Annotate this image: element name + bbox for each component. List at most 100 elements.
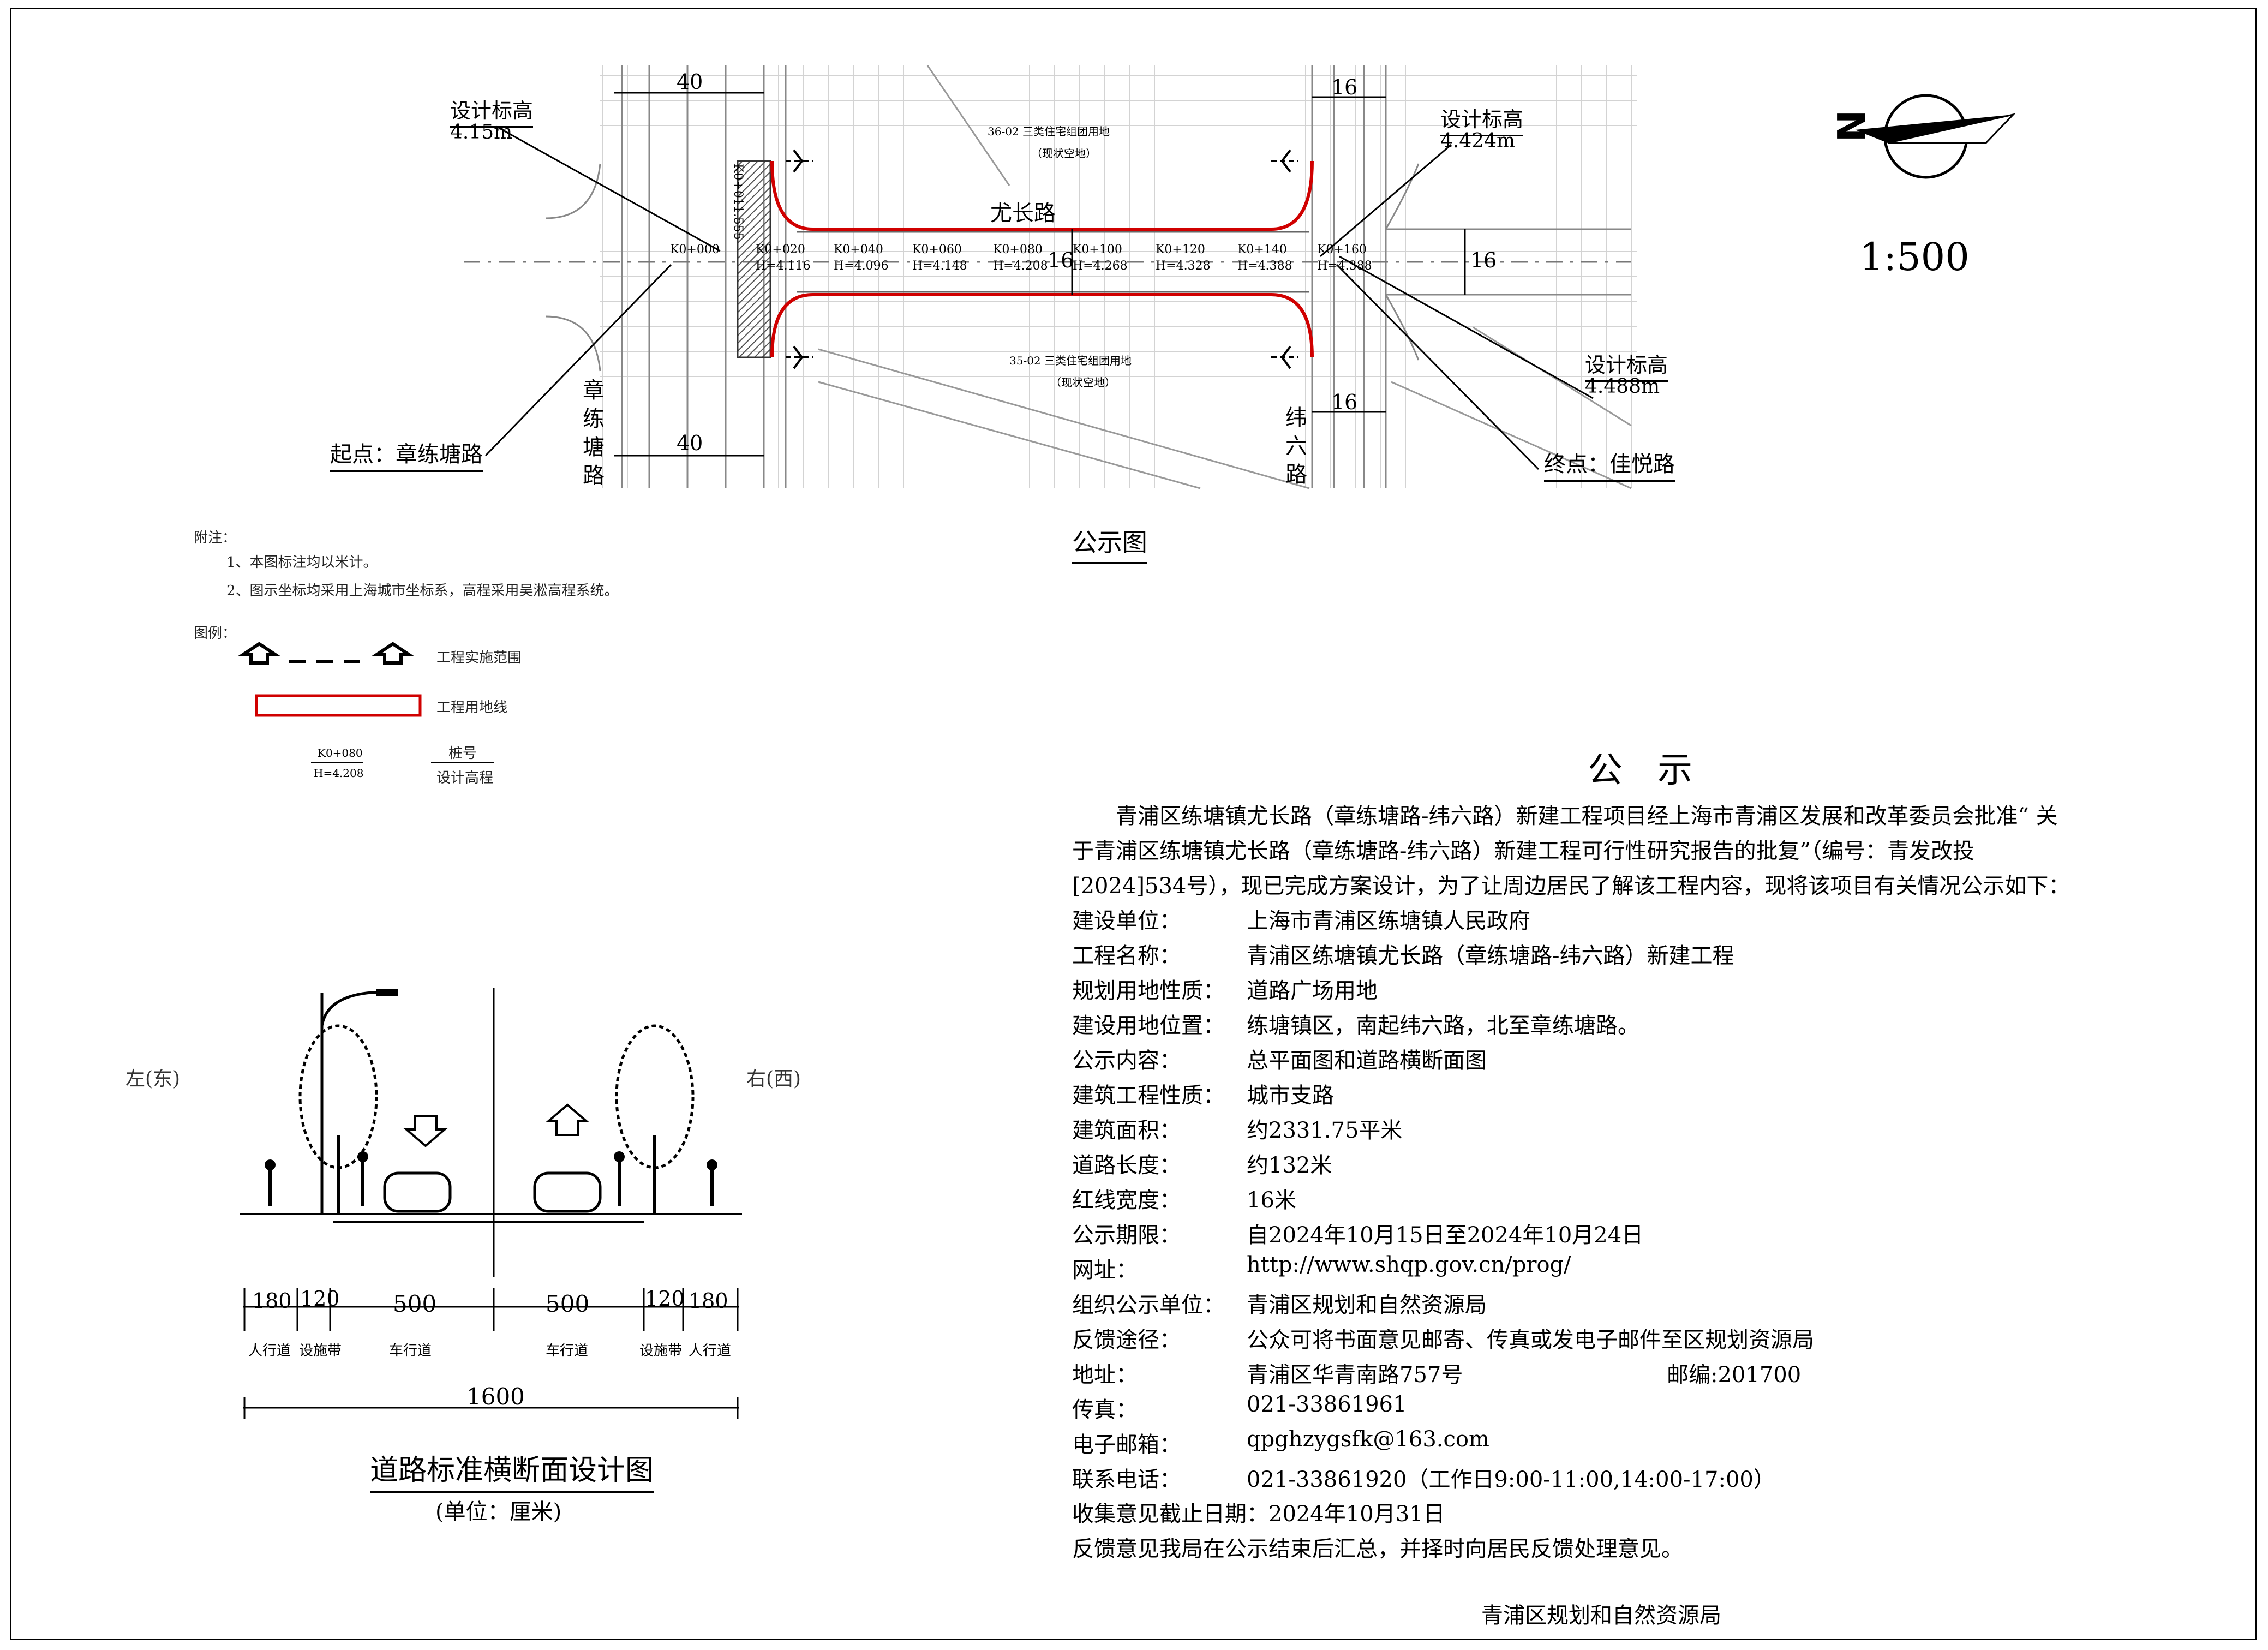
cross-road-start: 章 练 塘 路 bbox=[583, 376, 605, 490]
elev-mid-value: 4.424m bbox=[1440, 130, 1516, 152]
plot-north: 36-02 三类住宅组团用地 bbox=[988, 125, 1110, 138]
notice-row-label: 建设单位： bbox=[1072, 908, 1181, 934]
dim-16-top: 16 bbox=[1331, 75, 1358, 99]
station-height: H=4.148 bbox=[912, 259, 967, 273]
station-height: H=4.268 bbox=[1073, 259, 1128, 273]
legend-line-label: 工程用地线 bbox=[436, 700, 508, 716]
cross-road-start-char: 路 bbox=[583, 463, 605, 488]
notice-para-1: 青浦区练塘镇尤长路（章练塘路-纬六路）新建工程项目经上海市青浦区发展和改革委员会… bbox=[1072, 804, 2058, 829]
notice-row-value: qpghzygsfk@163.com bbox=[1247, 1427, 1489, 1452]
elev-end-title: 设计标高 bbox=[1585, 348, 1668, 382]
north-arrow bbox=[1855, 94, 2016, 179]
plan-dimension-lines bbox=[614, 92, 1466, 457]
dim-sidewalk-right: 180 bbox=[689, 1289, 728, 1313]
station-height: H=4.116 bbox=[756, 259, 811, 273]
notice-row-label: 网址： bbox=[1072, 1258, 1138, 1283]
legend-station-label: 桩号 bbox=[448, 745, 477, 762]
scope-markers bbox=[786, 149, 1298, 369]
notice-closing: 反馈意见我局在公示结束后汇总，并择时向居民反馈处理意见。 bbox=[1072, 1537, 1683, 1562]
notice-para-2: 于青浦区练塘镇尤长路（章练塘路-纬六路）新建工程可行性研究报告的批复”（编号：青… bbox=[1072, 839, 1974, 864]
section-right-side: 右(西) bbox=[746, 1068, 801, 1090]
legend-title: 图例： bbox=[194, 625, 237, 642]
legend-scope-label: 工程实施范围 bbox=[436, 650, 522, 666]
label-sidewalk-left: 人行道 bbox=[248, 1343, 291, 1359]
section-title: 道路标准横断面设计图 bbox=[370, 1447, 654, 1493]
label-facility-left: 设施带 bbox=[299, 1343, 342, 1359]
section-drawing bbox=[240, 988, 742, 1419]
legend-height: H=4.208 bbox=[314, 767, 364, 780]
dim-facility-left: 120 bbox=[300, 1287, 340, 1311]
label-sidewalk-right: 人行道 bbox=[689, 1343, 732, 1359]
elev-mid-title: 设计标高 bbox=[1440, 103, 1524, 136]
legend-station: K0+080 bbox=[318, 746, 363, 760]
station-height: H=4.096 bbox=[834, 259, 889, 273]
cross-road-end-char: 纬 bbox=[1285, 405, 1307, 431]
cross-road-start-char: 章 bbox=[583, 378, 605, 403]
station-height: H=4.388 bbox=[1237, 259, 1292, 273]
map-scale: 1:500 bbox=[1859, 235, 1970, 279]
plot-north-sub: （现状空地） bbox=[1031, 147, 1097, 160]
notice-row-value: 城市支路 bbox=[1247, 1083, 1334, 1108]
drawing-frame bbox=[10, 8, 2257, 1640]
notice-row-label: 建筑面积： bbox=[1072, 1118, 1181, 1143]
notice-row-value: 上海市青浦区练塘镇人民政府 bbox=[1247, 908, 1530, 934]
notice-para-3: [2024]534号），现已完成方案设计，为了让周边居民了解该工程内容，现将该项… bbox=[1072, 874, 2070, 899]
notice-row-value: 021-33861920（工作日9:00-11:00,14:00-17:00） bbox=[1247, 1467, 1775, 1492]
dim-facility-right: 120 bbox=[645, 1287, 685, 1311]
section-unit: (单位：厘米) bbox=[435, 1499, 562, 1525]
notice-row-label: 电子邮箱： bbox=[1072, 1432, 1181, 1457]
notice-row-label: 组织公示单位： bbox=[1072, 1293, 1225, 1318]
red-land-use-line bbox=[770, 160, 1314, 358]
station-height: H=4.328 bbox=[1156, 259, 1211, 273]
start-point-label: 起点：章练塘路 bbox=[330, 437, 483, 472]
hatched-connection-area bbox=[737, 160, 771, 358]
road-name: 尤长路 bbox=[990, 201, 1056, 226]
cross-road-end-char: 路 bbox=[1285, 462, 1307, 487]
dim-16-bottom: 16 bbox=[1331, 390, 1358, 414]
notice-row-label: 地址： bbox=[1072, 1362, 1138, 1388]
notice-row-label: 规划用地性质： bbox=[1072, 978, 1225, 1003]
station-label: K0+080 bbox=[993, 243, 1043, 256]
station-label: K0+040 bbox=[834, 243, 883, 256]
notes-title: 附注： bbox=[194, 530, 237, 546]
notice-row-label: 传真： bbox=[1072, 1397, 1138, 1422]
notice-row-label: 工程名称： bbox=[1072, 943, 1181, 969]
section-left-side: 左(东) bbox=[125, 1068, 181, 1090]
elev-start-title: 设计标高 bbox=[450, 94, 534, 128]
station-label: K0+140 bbox=[1237, 243, 1287, 256]
plan-title: 公示图 bbox=[1072, 523, 1147, 564]
dim-lane-left: 500 bbox=[393, 1290, 437, 1317]
dim-sidewalk-left: 180 bbox=[252, 1289, 292, 1313]
cross-road-start-char: 练 bbox=[583, 406, 605, 432]
notice-deadline: 收集意见截止日期：2024年10月31日 bbox=[1072, 1502, 1445, 1527]
station-label: K0+060 bbox=[912, 243, 962, 256]
notice-row-value: 16米 bbox=[1247, 1188, 1296, 1213]
notice-row-value: 021-33861961 bbox=[1247, 1392, 1407, 1417]
parcel-boundaries bbox=[818, 65, 1632, 489]
station-height: H=4.208 bbox=[993, 259, 1048, 273]
label-facility-right: 设施带 bbox=[639, 1343, 683, 1359]
plot-south: 35-02 三类住宅组团用地 bbox=[1009, 354, 1132, 367]
notice-row-value: 青浦区规划和自然资源局 bbox=[1247, 1293, 1487, 1318]
station-height: H=4.388 bbox=[1317, 259, 1372, 273]
notice-row-label: 公示期限： bbox=[1072, 1223, 1181, 1248]
notes-item-2: 2、图示坐标均采用上海城市坐标系，高程采用吴淞高程系统。 bbox=[226, 583, 619, 599]
north-letter: N bbox=[1829, 110, 1875, 142]
notice-row-label: 建筑工程性质： bbox=[1072, 1083, 1225, 1108]
cross-road-end: 纬 六 路 bbox=[1285, 404, 1307, 489]
label-lane-left: 车行道 bbox=[389, 1343, 432, 1359]
notice-row-value: 自2024年10月15日至2024年10月24日 bbox=[1247, 1223, 1644, 1248]
notice-row-label: 建设用地位置： bbox=[1072, 1013, 1225, 1038]
vertical-station: K0+011.555 bbox=[731, 164, 745, 240]
notice-heading: 公 示 bbox=[1588, 750, 1692, 791]
dim-40-top: 40 bbox=[677, 70, 703, 94]
notice-row-label: 红线宽度： bbox=[1072, 1188, 1181, 1213]
notice-row-label: 公示内容： bbox=[1072, 1048, 1181, 1073]
label-lane-right: 车行道 bbox=[546, 1343, 589, 1359]
notice-row-value: 公众可将书面意见邮寄、传真或发电子邮件至区规划资源局 bbox=[1247, 1328, 1814, 1353]
station-label: K0+120 bbox=[1156, 243, 1205, 256]
station-label: K0+100 bbox=[1073, 243, 1122, 256]
station-label: K0+020 bbox=[756, 243, 805, 256]
elev-end-value: 4.488m bbox=[1585, 375, 1660, 398]
dim-16-right: 16 bbox=[1470, 248, 1497, 272]
